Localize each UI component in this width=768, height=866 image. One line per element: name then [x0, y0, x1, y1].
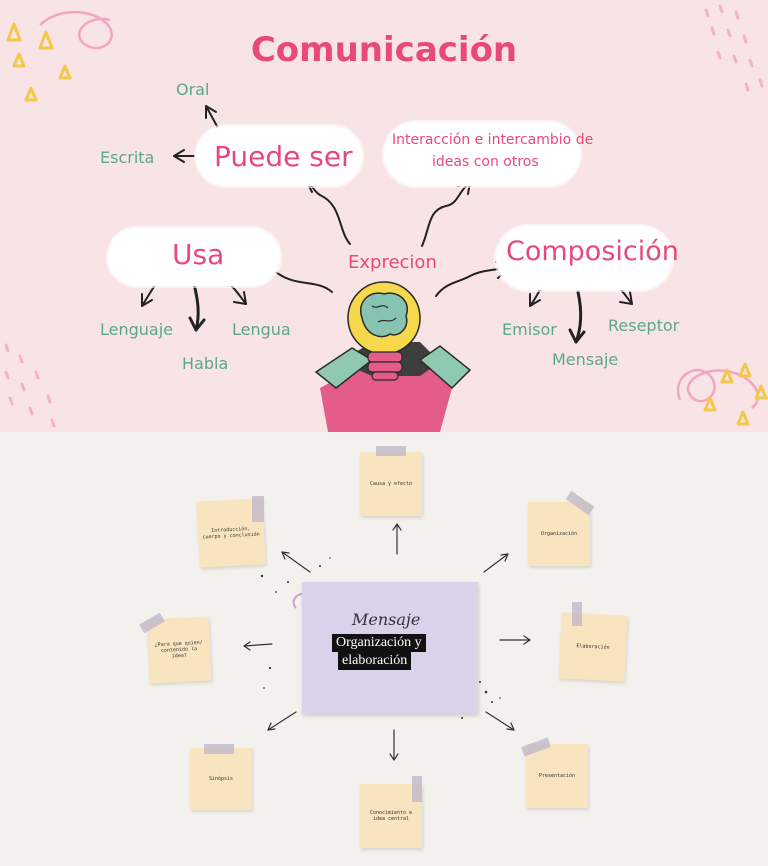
- note-causa-efecto: Causa y efecto: [360, 452, 422, 516]
- note-organizacion: Organización: [528, 502, 590, 566]
- dots-decoration-left: [4, 343, 56, 428]
- leaf-habla: Habla: [182, 354, 229, 373]
- triangle-decoration-right: [703, 362, 768, 426]
- triangle-decoration-left: [6, 22, 72, 102]
- leaf-emisor: Emisor: [502, 320, 557, 339]
- node-composicion: Composición: [506, 236, 679, 267]
- tape: [572, 602, 582, 626]
- lightbulb-box-illustration: [314, 281, 472, 432]
- tape: [376, 446, 406, 456]
- cloud-composicion: [496, 226, 672, 290]
- central-script-title: Mensaje: [352, 610, 421, 629]
- leaf-mensaje: Mensaje: [552, 350, 619, 369]
- cloud-interaccion: [384, 122, 580, 186]
- mensaje-panel: Causa y efecto Introducción, cuerpo y co…: [0, 432, 768, 866]
- note-presentacion: Presentación: [526, 744, 588, 808]
- tape: [252, 496, 264, 522]
- central-line1: Organización y: [332, 634, 426, 652]
- node-usa: Usa: [172, 238, 225, 271]
- leaf-oral: Oral: [176, 80, 210, 99]
- leaf-reseptor: Reseptor: [608, 316, 680, 335]
- ink-splatter: [260, 557, 501, 719]
- swirl-decoration-right: [676, 368, 760, 409]
- central-line2: elaboración: [338, 652, 412, 670]
- comunicacion-panel: Comunicación Puede ser Interacción e int…: [0, 0, 768, 432]
- note-para-que: ¿Para que quien/ contenido la idea?: [146, 616, 212, 684]
- leaf-lenguaje: Lenguaje: [100, 320, 174, 339]
- cloud-puede-ser: [196, 126, 362, 186]
- node-puede-ser: Puede ser: [214, 140, 353, 173]
- note-conocimiento: Conocimiento e idea central: [360, 784, 422, 848]
- tape: [412, 776, 422, 802]
- note-sinopsis: Sinópsis: [190, 748, 252, 810]
- leaf-lengua: Lengua: [232, 320, 291, 339]
- swirl-decoration-left: [39, 10, 113, 50]
- node-exprecion: Exprecion: [348, 252, 437, 273]
- central-note-mensaje: Mensaje Organización y elaboración: [302, 582, 478, 714]
- cloud-usa: [108, 228, 280, 286]
- tape: [204, 744, 234, 754]
- note-elaboracion: Elaboración: [558, 612, 628, 682]
- node-interaccion-line1: Interacción e intercambio de: [392, 132, 594, 148]
- page-title: Comunicación: [250, 30, 518, 70]
- dots-decoration-right: [704, 4, 764, 92]
- leaf-escrita: Escrita: [100, 148, 155, 167]
- node-interaccion-line2: ideas con otros: [432, 154, 539, 170]
